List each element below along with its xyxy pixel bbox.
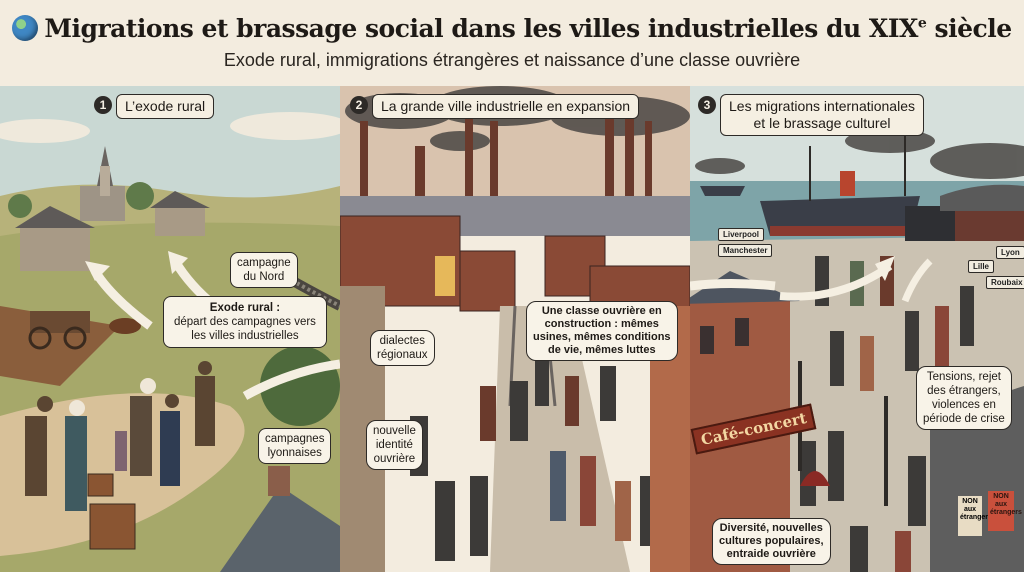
page-title: Migrations et brassage social dans les v…	[0, 14, 1024, 43]
sign-lille: Lille	[968, 260, 995, 273]
section-number-badge: 3	[698, 96, 716, 114]
callout-line: usines, mêmes conditions	[533, 331, 671, 343]
rural-illustration	[0, 86, 340, 572]
title-superscript: e	[917, 15, 927, 32]
globe-icon	[12, 15, 39, 41]
sign-roubaix: Roubaix	[986, 276, 1024, 289]
callout-line: de vie, mêmes luttes	[547, 344, 656, 356]
callout-classe-ouvriere: Une classe ouvrière en construction : mê…	[526, 301, 678, 361]
scene-industrial-city: 2 La grande ville industrielle en expans…	[340, 86, 690, 572]
callout-line: Diversité, nouvelles	[719, 522, 823, 534]
header: Migrations et brassage social dans les v…	[0, 0, 1024, 86]
sign-manchester: Manchester	[718, 244, 773, 257]
sign-lyon: Lyon	[996, 246, 1024, 259]
callout-line: lyonnaises	[267, 447, 322, 459]
callout-dialectes: dialectes régionaux	[370, 330, 435, 366]
callout-line: départ des campagnes vers	[174, 316, 316, 328]
poster-line: étrangers	[960, 514, 992, 521]
callout-line: identité	[375, 439, 413, 451]
section-title: La grande ville industrielle en expansio…	[372, 94, 640, 119]
callout-line: ouvrière	[373, 453, 416, 465]
section-title: L’exode rural	[116, 94, 215, 119]
poster-line: aux	[963, 506, 977, 513]
section-3-header: 3 Les migrations internationales et le b…	[698, 94, 924, 136]
poster-line: NON	[962, 498, 978, 505]
page-subtitle: Exode rural, immigrations étrangères et …	[223, 50, 801, 70]
callout-line: des étrangers,	[927, 385, 1001, 397]
callout-line: entraide ouvrière	[726, 548, 816, 560]
callout-line: période de crise	[923, 413, 1005, 425]
title-end: siècle	[926, 14, 1013, 43]
callout-exode-rural: Exode rural : départ des campagnes vers …	[163, 296, 327, 348]
callout-line: Exode rural :	[209, 302, 281, 314]
section-number-badge: 2	[350, 96, 368, 114]
section-title: Les migrations internationales et le bra…	[720, 94, 924, 136]
callout-campagne-nord: campagne du Nord	[230, 252, 298, 288]
scene-international-migrations: 3 Les migrations internationales et le b…	[690, 86, 1024, 572]
sign-liverpool: Liverpool	[718, 228, 765, 241]
callout-line: dialectes	[379, 335, 425, 347]
callout-diversite: Diversité, nouvelles cultures populaires…	[712, 518, 831, 565]
section-1-header: 1 L’exode rural	[94, 94, 215, 119]
callout-line: Une classe ouvrière en	[541, 305, 662, 317]
callout-line: campagne	[237, 257, 291, 269]
callout-line: les villes industrielles	[191, 330, 299, 342]
callout-line: violences en	[931, 399, 996, 411]
callout-tensions: Tensions, rejet des étrangers, violences…	[916, 366, 1012, 430]
callout-line: construction : mêmes	[544, 318, 659, 330]
callout-line: du Nord	[243, 271, 285, 283]
section-number-badge: 1	[94, 96, 112, 114]
title-text: Migrations et brassage social dans les v…	[44, 14, 918, 43]
poster-non-aux-etrangers-red: NON aux étrangers	[988, 491, 1022, 531]
poster-line: NON	[993, 493, 1009, 500]
callout-line: Tensions, rejet	[926, 371, 1001, 383]
section-title-line: Les migrations internationales	[729, 98, 915, 114]
scene-rural-exodus: 1 L’exode rural campagne du Nord Exode r…	[0, 86, 340, 572]
callout-line: campagnes	[265, 433, 325, 445]
callout-line: cultures populaires,	[719, 535, 824, 547]
callout-identite-ouvriere: nouvelle identité ouvrière	[366, 420, 423, 470]
poster-line: aux	[994, 501, 1008, 508]
section-2-header: 2 La grande ville industrielle en expans…	[350, 94, 640, 119]
section-title-line: et le brassage culturel	[753, 115, 891, 131]
poster-non-aux-etrangers: NON aux étrangers	[958, 496, 992, 536]
callout-line: régionaux	[377, 349, 428, 361]
callout-campagnes-lyonnaises: campagnes lyonnaises	[258, 428, 332, 464]
callout-line: nouvelle	[373, 425, 416, 437]
poster-line: étrangers	[990, 509, 1022, 516]
